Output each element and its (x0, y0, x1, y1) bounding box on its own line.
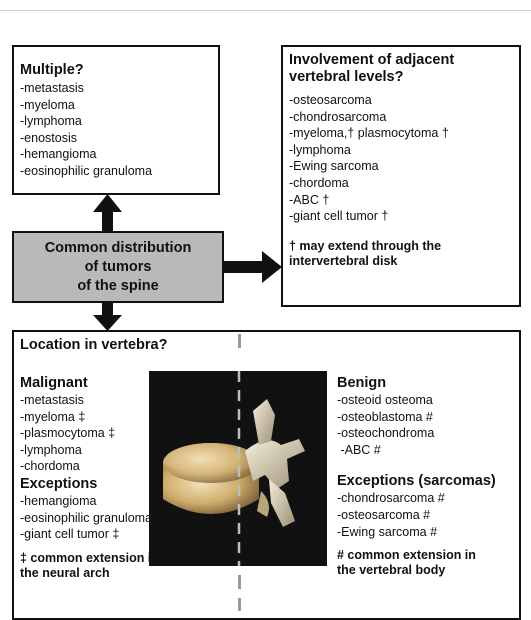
involvement-box: Involvement of adjacent vertebral levels… (281, 45, 521, 307)
center-line2: of tumors (84, 258, 152, 275)
arrow-right-icon (224, 251, 282, 283)
list-item: -lymphoma (289, 142, 351, 157)
list-item: -chondrosarcoma (289, 109, 387, 124)
common-distribution-box: Common distribution of tumors of the spi… (12, 231, 224, 303)
list-item: -osteoblastoma # (337, 409, 433, 424)
arrow-up-icon (93, 194, 122, 231)
list-item: -plasmocytoma ‡ (20, 426, 116, 441)
list-item: -lymphoma (20, 442, 82, 457)
list-item: -eosinophilic granuloma (20, 510, 153, 525)
list-item: -chordoma (289, 175, 349, 190)
benign-column: Benign -osteoid osteoma -osteoblastoma #… (337, 375, 517, 578)
location-title: Location in vertebra? (20, 337, 168, 353)
location-box: Location in vertebra? Malignant -metasta… (12, 330, 521, 620)
center-line3: of the spine (77, 277, 159, 294)
list-item: -osteosarcoma (289, 93, 372, 107)
list-item: -osteosarcoma # (337, 507, 431, 522)
list-item: -osteochondroma (337, 426, 435, 441)
multiple-box: Multiple? -metastasis -myeloma -lymphoma… (12, 45, 220, 195)
malignant-note-line2: the neural arch (20, 565, 110, 580)
divider-dash (238, 334, 241, 348)
list-item: -chondrosarcoma # (337, 491, 445, 506)
multiple-title: Multiple? (20, 62, 84, 78)
list-item: -hemangioma (20, 147, 97, 162)
center-line1: Common distribution (44, 239, 192, 256)
involvement-note-line2: intervertebral disk (289, 253, 398, 268)
list-item: -Ewing sarcoma # (337, 524, 438, 539)
list-item: -chordoma (20, 459, 80, 474)
divider-dash-overlay (237, 371, 241, 566)
list-item: -Ewing sarcoma (289, 159, 379, 174)
top-divider (0, 10, 531, 11)
malignant-note-line1: ‡ common extension in (20, 550, 159, 565)
arrow-down-icon (93, 303, 122, 331)
malignant-title: Malignant (20, 375, 88, 391)
list-item: -myeloma,† plasmocytoma † (289, 126, 449, 141)
involvement-list: -osteosarcoma -chondrosarcoma -myeloma,†… (289, 92, 513, 225)
benign-note-line2: the vertebral body (337, 563, 446, 578)
list-item: -hemangioma (20, 493, 97, 508)
malignant-exceptions-title: Exceptions (20, 475, 98, 492)
list-item: -giant cell tumor † (289, 209, 389, 224)
benign-title: Benign (337, 375, 387, 391)
divider-dash (238, 575, 241, 589)
divider-dash (238, 598, 241, 611)
list-item: -giant cell tumor ‡ (20, 527, 120, 542)
involvement-note-line1: † may extend through the (289, 238, 442, 253)
multiple-list: -metastasis -myeloma -lymphoma -enostosi… (20, 80, 212, 180)
list-item: -ABC † (289, 192, 330, 207)
list-item: -myeloma ‡ (20, 409, 86, 424)
involvement-title-line1: Involvement of adjacent (289, 52, 455, 68)
list-item: -enostosis (20, 130, 77, 145)
list-item: -ABC # (337, 442, 381, 457)
list-item: -osteoid osteoma (337, 393, 433, 407)
list-item: -metastasis (20, 81, 84, 95)
list-item: -metastasis (20, 393, 84, 407)
involvement-title-line2: vertebral levels? (289, 69, 404, 85)
benign-exceptions-title: Exceptions (sarcomas) (337, 473, 496, 490)
list-item: -lymphoma (20, 114, 82, 129)
benign-note-line1: # common extension in (337, 548, 476, 563)
list-item: -myeloma (20, 97, 75, 112)
malignant-column: Malignant -metastasis -myeloma ‡ -plasmo… (20, 375, 160, 581)
list-item: -eosinophilic granuloma (20, 163, 153, 178)
